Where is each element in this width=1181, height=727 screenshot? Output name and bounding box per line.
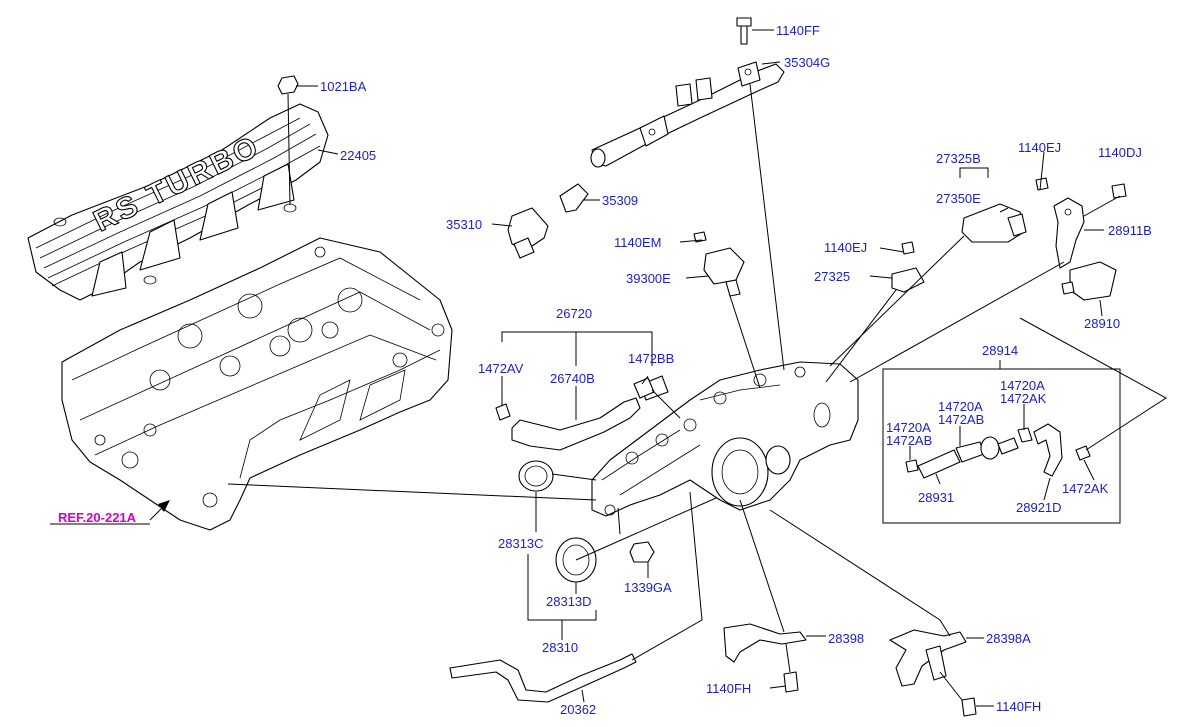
label-1472ab-3: 1472AB bbox=[886, 433, 932, 448]
label-35309: 35309 bbox=[602, 193, 638, 208]
label-1472ak-2: 1472AK bbox=[1062, 481, 1109, 496]
label-1339ga: 1339GA bbox=[624, 580, 672, 595]
tube-20362 bbox=[449, 653, 637, 703]
label-22405: 22405 bbox=[340, 148, 376, 163]
sensor-27325 bbox=[891, 267, 925, 293]
label-1472ab-2: 1472AB bbox=[938, 412, 984, 427]
label-28914: 28914 bbox=[982, 343, 1018, 358]
label-1472ak-1: 1472AK bbox=[1000, 391, 1047, 406]
label-28313d: 28313D bbox=[546, 594, 592, 609]
map-sensor bbox=[703, 247, 745, 297]
bracket-28398a bbox=[889, 629, 967, 687]
label-20362: 20362 bbox=[560, 702, 596, 717]
sensor-bracket bbox=[961, 203, 1027, 243]
label-28931: 28931 bbox=[918, 490, 954, 505]
part-labels: 1140FF 35304G 1021BA 22405 35309 35310 2… bbox=[50, 23, 1152, 717]
bracket-28398 bbox=[723, 623, 807, 663]
label-1140ej-top: 1140EJ bbox=[1018, 140, 1061, 155]
hose-28931 bbox=[905, 449, 961, 479]
intake-manifold bbox=[591, 361, 859, 517]
label-1140dj: 1140DJ bbox=[1098, 145, 1142, 160]
label-39300e: 39300E bbox=[626, 271, 671, 286]
label-14720a-1: 14720A bbox=[1000, 378, 1045, 393]
purge-valve bbox=[1061, 261, 1117, 301]
label-1140ej-mid: 1140EJ bbox=[824, 240, 867, 255]
bolt-1140fh-2 bbox=[961, 697, 977, 717]
label-28921d: 28921D bbox=[1016, 500, 1062, 515]
label-28310: 28310 bbox=[542, 640, 578, 655]
label-1140fh-1: 1140FH bbox=[706, 681, 751, 696]
clamp-1472ak bbox=[1075, 445, 1091, 461]
injector-clip bbox=[559, 183, 589, 213]
bolt-1140fh-1 bbox=[783, 671, 799, 693]
nut-1339ga bbox=[617, 507, 655, 563]
hose-28921d bbox=[1017, 423, 1063, 477]
label-28911b: 28911B bbox=[1108, 223, 1152, 238]
reference-label[interactable]: REF.20-221A bbox=[58, 510, 137, 525]
label-1472av: 1472AV bbox=[478, 361, 524, 376]
label-28398a: 28398A bbox=[986, 631, 1031, 646]
pcv-hose bbox=[495, 377, 655, 451]
bolt-1140ej-mid bbox=[901, 241, 915, 255]
label-14720a-3: 14720A bbox=[886, 420, 931, 435]
cylinder-head bbox=[61, 237, 453, 531]
bolt-1140dj bbox=[1111, 183, 1127, 199]
label-1472bb: 1472BB bbox=[628, 351, 674, 366]
fuel-rail bbox=[590, 61, 785, 168]
label-27350e: 27350E bbox=[936, 191, 981, 206]
label-1021ba: 1021BA bbox=[320, 79, 367, 94]
label-35310: 35310 bbox=[446, 217, 482, 232]
label-26740b: 26740B bbox=[550, 371, 595, 386]
fuel-injector bbox=[507, 207, 549, 259]
leader-lines bbox=[149, 29, 1167, 707]
label-14720a-2: 14720A bbox=[938, 399, 983, 414]
label-1140em: 1140EM bbox=[614, 235, 661, 250]
label-27325: 27325 bbox=[814, 269, 850, 284]
bolt-1140em bbox=[693, 231, 707, 243]
bolt-1140ff bbox=[736, 17, 752, 45]
group-box-28914 bbox=[882, 368, 1121, 524]
label-1140ff: 1140FF bbox=[776, 23, 820, 38]
label-28910: 28910 bbox=[1084, 316, 1120, 331]
label-35304g: 35304G bbox=[784, 55, 830, 70]
purge-valve-bracket bbox=[1053, 197, 1085, 269]
gasket-28313c bbox=[518, 460, 554, 492]
nut-1021ba bbox=[277, 75, 299, 206]
bolt-1140ej-top bbox=[1035, 177, 1049, 191]
label-27325b: 27325B bbox=[936, 151, 981, 166]
label-1140fh-2: 1140FH bbox=[996, 699, 1041, 714]
check-valve bbox=[955, 436, 1019, 463]
label-26720: 26720 bbox=[556, 306, 592, 321]
label-28313c: 28313C bbox=[498, 536, 544, 551]
label-28398: 28398 bbox=[828, 631, 864, 646]
